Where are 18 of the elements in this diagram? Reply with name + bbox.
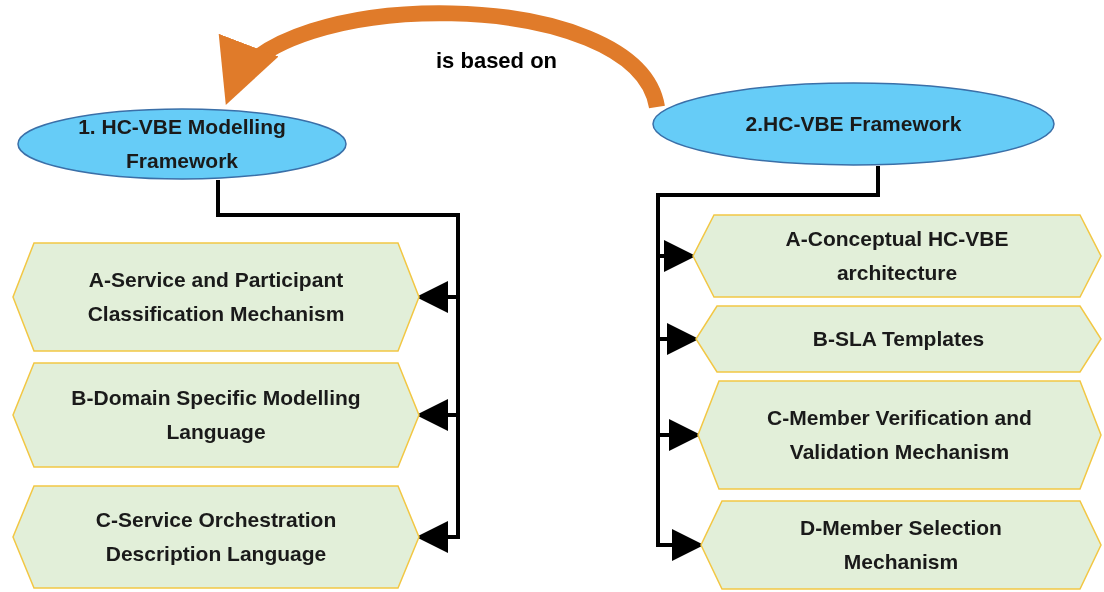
hexagon-box: [692, 214, 1102, 298]
node-label: B-SLA Templates: [811, 326, 986, 352]
hexagon-box: [700, 500, 1102, 590]
node-label: 2.HC-VBE Framework: [744, 111, 963, 137]
node-label: B-Domain Specific Modelling Language: [70, 385, 362, 445]
node-label: 1. HC-VBE Modelling Framework: [77, 114, 287, 174]
ellipse-node: [652, 82, 1055, 166]
hexagon-box: [697, 380, 1102, 490]
hexagon-box: [12, 362, 420, 468]
node-label: C-Member Verification and Validation Mechanism: [766, 405, 1033, 465]
hexagon-box: [695, 305, 1102, 373]
hexagon-box: [12, 485, 420, 589]
node-label: A-Service and Participant Classification Mechanism: [86, 267, 346, 327]
node-label: C-Service Orchestration Description Language: [94, 507, 338, 567]
ellipse-node: [17, 108, 347, 180]
node-label: A-Conceptual HC-VBE architecture: [784, 226, 1010, 286]
node-label: D-Member Selection Mechanism: [799, 515, 1003, 575]
hexagon-box: [12, 242, 420, 352]
